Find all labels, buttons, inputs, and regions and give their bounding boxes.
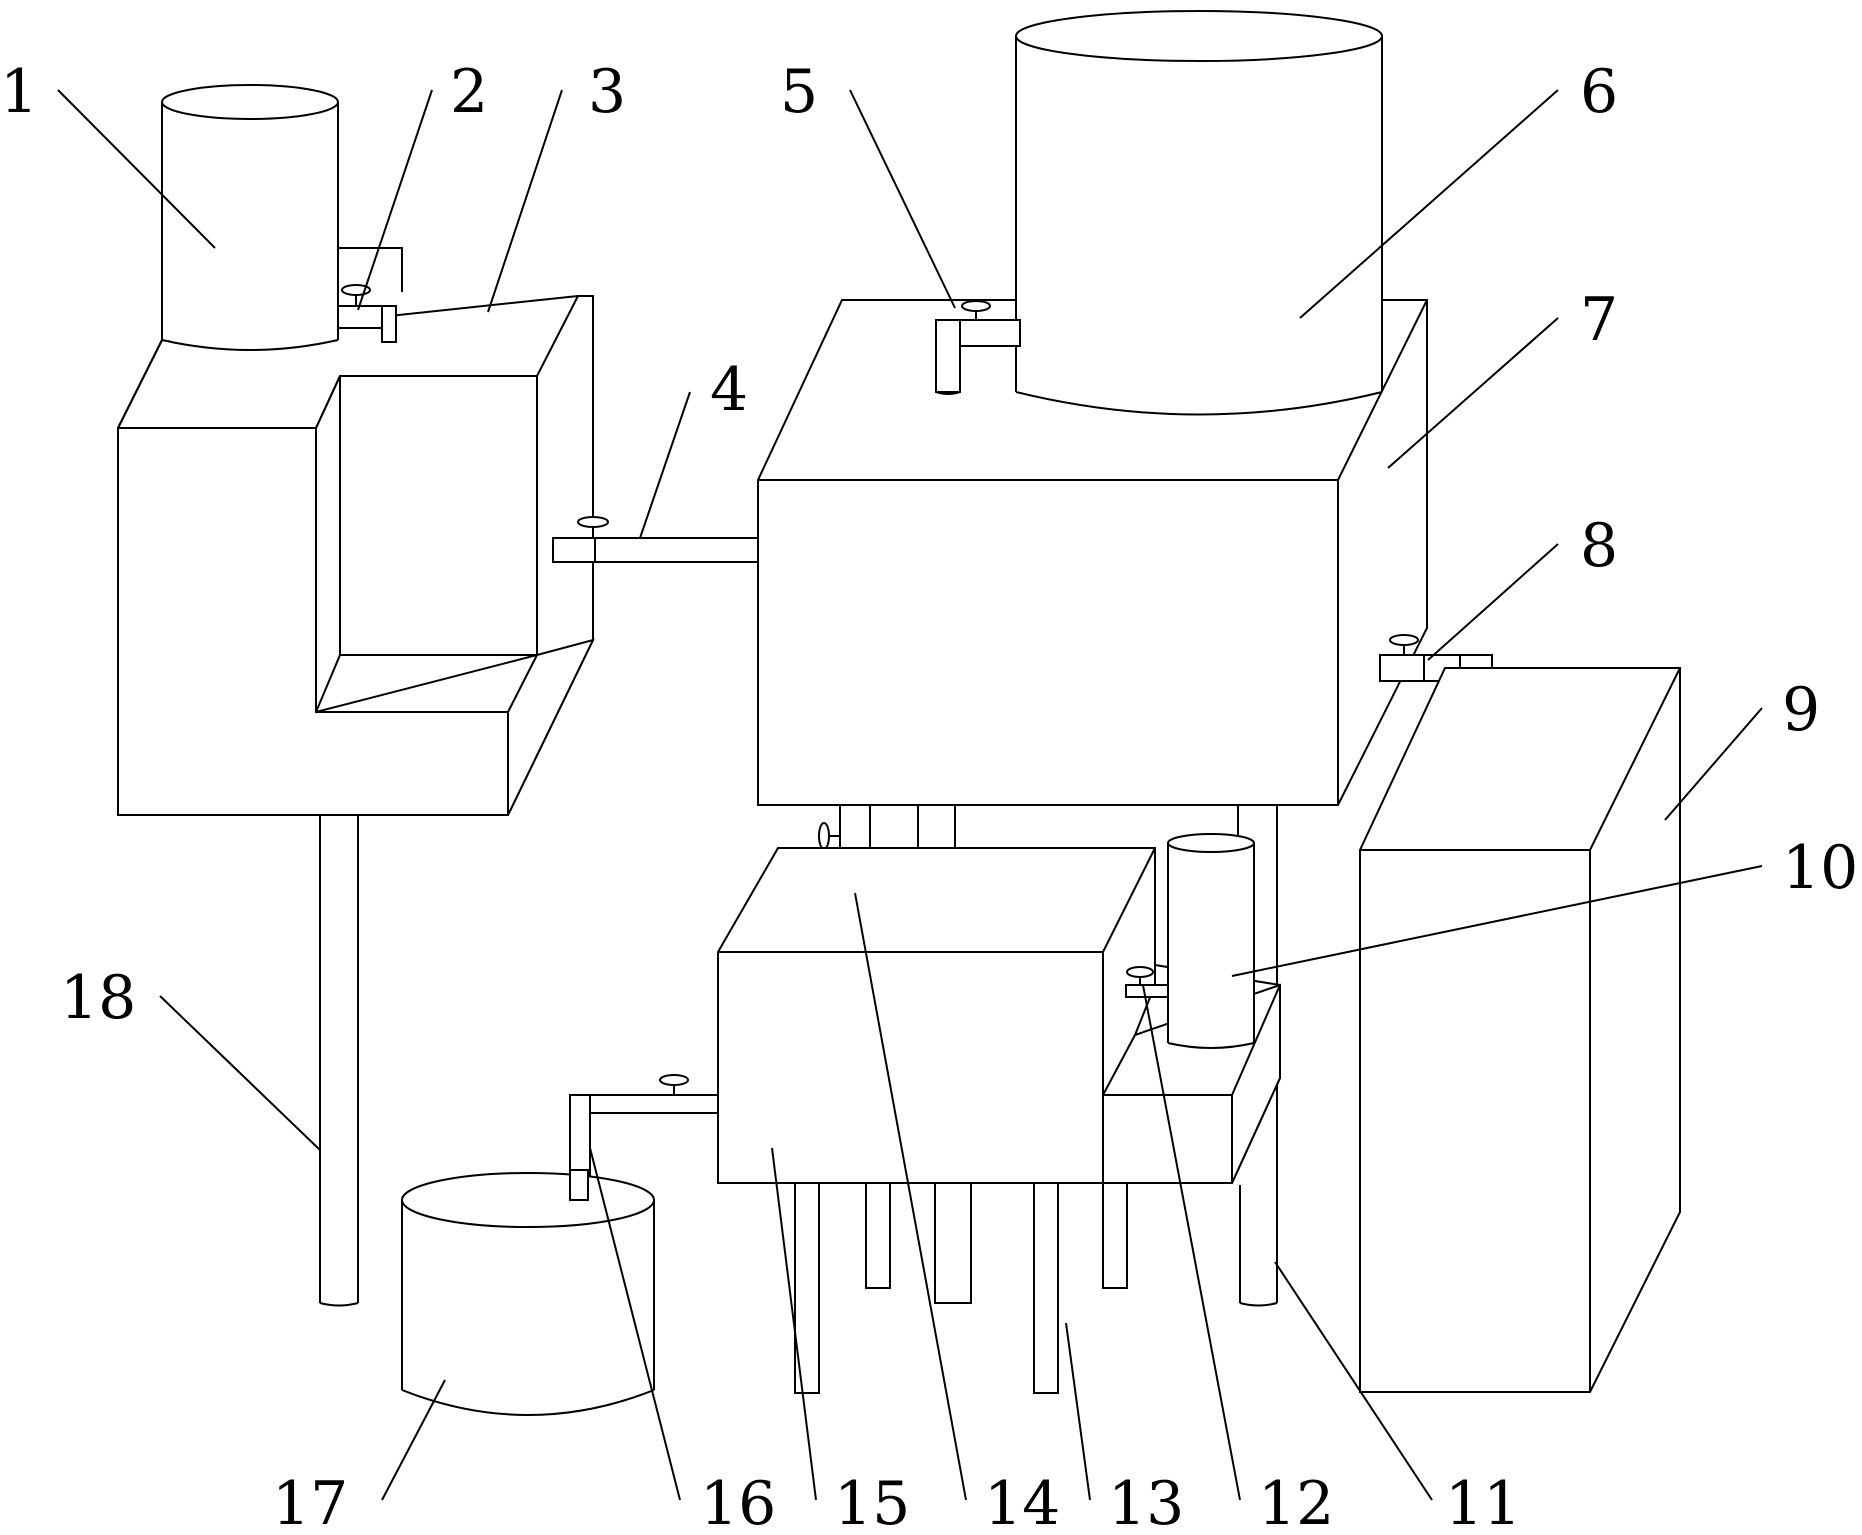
right-tank [1359,667,1681,1393]
main-tank [757,299,1428,806]
small-cylinder-10 [1167,833,1255,1049]
label-group: 1 2 3 4 5 6 7 8 9 10 11 12 13 14 15 16 1… [0,57,1858,1535]
label-18: 18 [60,963,136,1033]
label-1: 1 [0,57,38,127]
label-11: 11 [1445,1469,1521,1535]
label-13: 13 [1108,1469,1184,1535]
label-14: 14 [984,1469,1060,1535]
label-2: 2 [450,57,488,127]
left-feed-cylinder [161,84,339,351]
left-support-leg [319,815,359,1307]
label-8: 8 [1580,511,1618,581]
valve-5 [935,300,1021,395]
label-16: 16 [700,1469,776,1535]
valve-12 [1125,966,1169,998]
label-10: 10 [1782,833,1858,903]
label-4: 4 [710,355,748,425]
label-12: 12 [1258,1469,1334,1535]
lower-tank-legs [794,1182,1128,1394]
label-6: 6 [1580,57,1618,127]
large-cylinder-6 [1015,10,1383,416]
connecting-pipe-4 [552,516,759,563]
label-17: 17 [272,1469,348,1535]
label-3: 3 [588,57,626,127]
label-15: 15 [834,1469,910,1535]
label-5: 5 [780,57,818,127]
left-tank [117,247,595,816]
leader-lines [57,89,1763,1501]
label-9: 9 [1782,675,1820,745]
label-7: 7 [1580,285,1618,355]
collection-basin-17 [401,1169,655,1418]
